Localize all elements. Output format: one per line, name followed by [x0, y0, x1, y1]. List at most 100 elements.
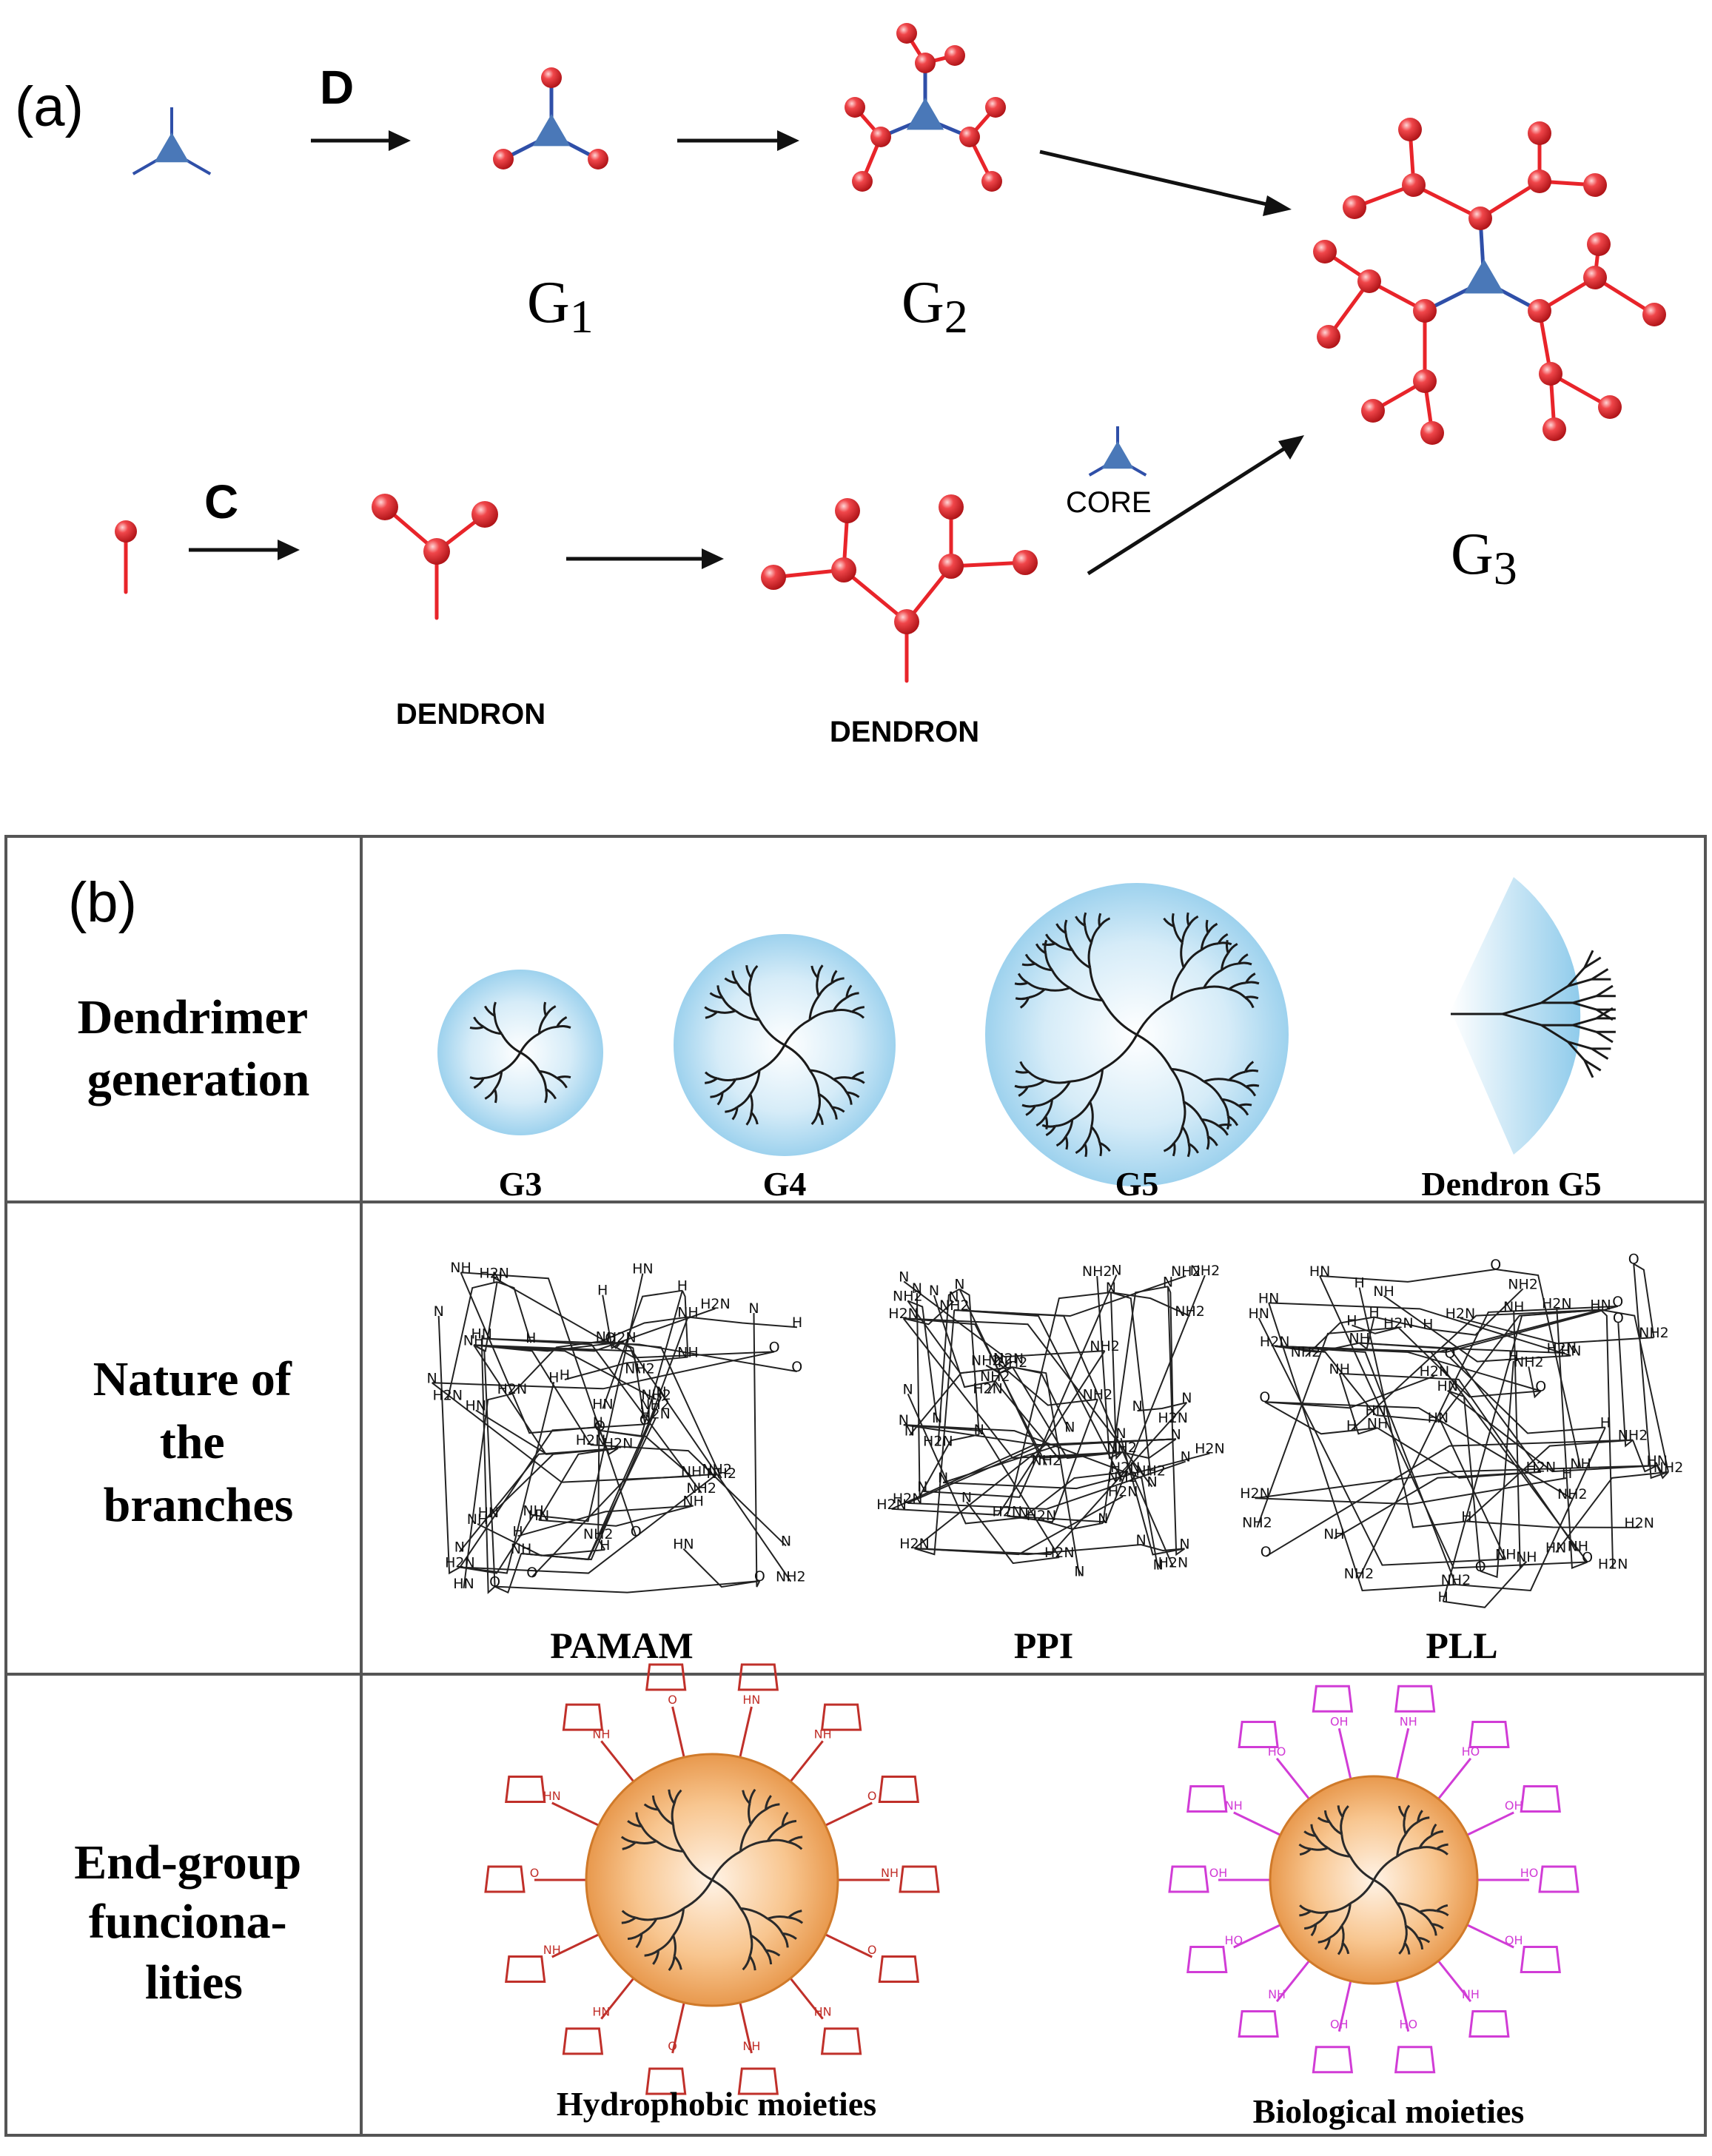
chem-bond — [432, 1351, 775, 1390]
chem-atom-label: NH — [1349, 1331, 1370, 1347]
dendron-label-1: DENDRON — [396, 698, 546, 731]
linker — [671, 2002, 685, 2054]
bead — [541, 67, 562, 88]
end-group — [820, 2027, 862, 2055]
chem-atom-label: H2N — [1446, 1306, 1476, 1322]
chem-atom-label: N — [899, 1269, 909, 1285]
branch — [1201, 942, 1219, 951]
branch — [1572, 1017, 1597, 1027]
linker — [1437, 1757, 1472, 1800]
chem-atom-label: N — [917, 1479, 927, 1495]
chem-bond — [933, 1294, 996, 1388]
caption-ppi: PPI — [1014, 1625, 1074, 1666]
chem-bond — [1041, 1519, 1104, 1530]
linker — [1466, 1924, 1514, 1949]
chem-atom-label: N — [899, 1412, 909, 1428]
end-group — [1468, 2009, 1510, 2038]
end-group — [820, 1703, 862, 1731]
branch — [651, 1795, 659, 1810]
branch — [1417, 1816, 1430, 1823]
chem-atom-label: NH2 — [998, 1354, 1028, 1371]
bead — [894, 609, 919, 634]
chem-bond — [1166, 1286, 1186, 1556]
branch — [1024, 953, 1036, 965]
chem-atom-label: NH2 — [1344, 1566, 1374, 1582]
branch — [1323, 1810, 1331, 1823]
chem-atom-label: H — [1354, 1275, 1364, 1292]
chem-atom-label: HN — [1647, 1453, 1668, 1469]
chem-bond — [600, 1316, 688, 1343]
branch — [716, 985, 724, 999]
chem-bond — [994, 1380, 1122, 1460]
branch — [1340, 1816, 1344, 1835]
chem-bond — [538, 1505, 694, 1527]
branch — [1201, 1118, 1220, 1127]
chem-bond — [1137, 1402, 1187, 1412]
branch — [1015, 996, 1030, 1001]
end-group — [505, 1955, 546, 1983]
core-icon-small — [1088, 426, 1147, 477]
branch — [711, 1878, 742, 1910]
bead — [915, 53, 936, 73]
branch — [1568, 978, 1592, 987]
branch — [731, 970, 739, 984]
arrow-c3 — [1087, 435, 1304, 576]
branch — [1245, 981, 1260, 985]
end-group-label: HN — [814, 2005, 832, 2019]
chem-atom-label: NH2 — [1242, 1515, 1272, 1531]
branch — [704, 1071, 718, 1080]
chem-bond — [954, 1275, 1186, 1317]
branch — [1014, 1084, 1029, 1089]
chem-bond — [590, 1444, 787, 1547]
end-group — [899, 1865, 940, 1893]
branch — [1044, 1078, 1070, 1084]
branch — [1041, 1124, 1056, 1128]
branch — [537, 1015, 547, 1034]
chem-bond — [753, 1313, 761, 1588]
chem-bond — [1320, 1269, 1496, 1283]
branch — [1431, 1923, 1437, 1936]
chem-atom-label: NH — [450, 1260, 471, 1276]
end-group — [562, 2027, 604, 2055]
branch — [493, 1001, 497, 1016]
branch — [1244, 996, 1255, 1009]
chem-bond — [432, 1382, 692, 1483]
branch — [1419, 1910, 1433, 1925]
chem-bond — [1447, 1390, 1482, 1571]
chem-bond — [1264, 1375, 1435, 1409]
branch — [1398, 1942, 1406, 1955]
chem-atom-label: HN — [1437, 1378, 1458, 1394]
chem-atom-label: N — [1074, 1563, 1084, 1579]
chem-bond — [1110, 1292, 1191, 1317]
bead — [1528, 121, 1551, 145]
chem-atom-label: NH — [682, 1493, 704, 1509]
chem-bond — [1447, 1390, 1657, 1473]
branch — [682, 1850, 713, 1881]
branch — [538, 1070, 548, 1089]
end-group — [484, 1865, 526, 1893]
chem-atom-label: HN — [1590, 1297, 1611, 1314]
branch — [1055, 1118, 1073, 1127]
chem-atom-label: O — [1444, 1345, 1455, 1361]
chem-atom-label: N — [1111, 1262, 1121, 1278]
chem-bond — [1599, 1309, 1614, 1569]
branch — [1070, 1068, 1104, 1083]
chem-bond — [907, 1300, 939, 1423]
chem-atom-label: N — [929, 1283, 939, 1299]
branch — [739, 1824, 752, 1852]
chem-bond — [597, 1538, 606, 1551]
bead — [1013, 550, 1038, 575]
branch — [1349, 1879, 1375, 1905]
end-group — [1238, 2009, 1279, 2038]
chem-bond — [903, 1424, 1061, 1558]
branch — [818, 1092, 833, 1108]
branch — [1417, 1937, 1424, 1950]
panel-a: (a) D G1 G2 G3 C — [15, 23, 1666, 748]
end-group — [505, 1776, 546, 1804]
branch — [1329, 1925, 1343, 1939]
chem-bond — [1555, 1471, 1669, 1554]
chem-bond — [903, 1424, 1126, 1473]
bead — [1357, 269, 1381, 293]
chem-atom-label: N — [948, 1289, 959, 1305]
chem-bond — [987, 1366, 1013, 1394]
